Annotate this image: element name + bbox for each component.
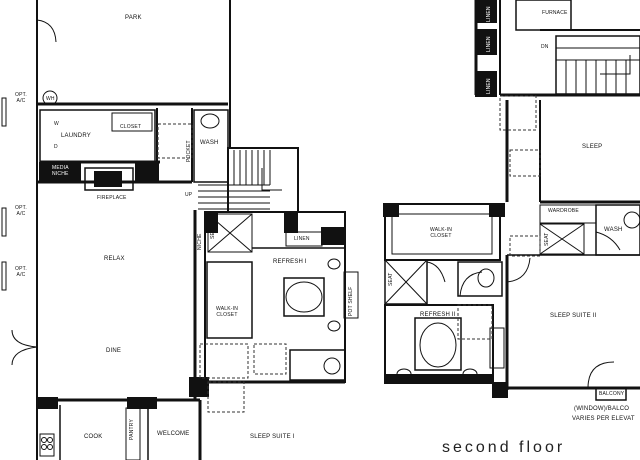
- equipment-label-opt-ac-1: OPT. A/C: [15, 92, 27, 104]
- room-label-balcony: BALCONY: [599, 391, 625, 397]
- room-label-linen-second-b: LINEN: [486, 36, 492, 52]
- room-label-furnace: FURNACE: [542, 10, 568, 16]
- room-label-laundry: LAUNDRY: [61, 133, 91, 139]
- room-label-sleep-suite-two: SLEEP SUITE II: [550, 313, 597, 319]
- equipment-label-opt-ac-2: OPT. A/C: [15, 205, 27, 217]
- room-label-wardrobe: WARDROBE: [548, 208, 579, 214]
- room-label-welcome: WELCOME: [157, 431, 190, 437]
- room-label-dine: DINE: [106, 348, 122, 354]
- room-label-media-niche: MEDIA NICHE: [52, 165, 69, 177]
- floor-title: second floor: [442, 439, 566, 456]
- note-balcony-line-1: (WINDOW)/BALCO: [574, 406, 630, 412]
- room-label-seat-second-a: SEAT: [544, 232, 550, 247]
- room-label-refresh-two: REFRESH II: [420, 312, 456, 318]
- plan-walls: [1, 0, 359, 460]
- plan-openings: [157, 95, 541, 413]
- appliance-label-washer: W: [54, 121, 59, 127]
- room-label-walk-in-closet-first: WALK-IN CLOSET: [215, 306, 239, 318]
- plan-walls-second-floor: [383, 0, 640, 401]
- room-label-pantry: PANTRY: [129, 418, 135, 440]
- room-label-refresh-one: REFRESH I: [273, 259, 307, 265]
- room-label-pot-shelf: POT SHELF: [348, 286, 354, 317]
- room-label-walk-in-closet-second: WALK-IN CLOSET: [429, 227, 453, 239]
- room-label-fireplace: FIREPLACE: [97, 195, 127, 201]
- equipment-label-opt-ac-3: OPT. A/C: [15, 266, 27, 278]
- room-label-wash-second: WASH: [604, 227, 623, 233]
- room-label-park: PARK: [125, 15, 142, 21]
- room-label-wash-first: WASH: [200, 140, 219, 146]
- room-label-linen-first: LINEN: [294, 236, 310, 242]
- room-label-seat-second-b: SEAT: [388, 272, 394, 287]
- room-label-closet: CLOSET: [120, 124, 142, 130]
- note-balcony-line-2: VARIES PER ELEVAT: [572, 416, 635, 422]
- room-label-linen-second-c: LINEN: [486, 78, 492, 94]
- room-label-water-heater: WH: [46, 96, 55, 102]
- stair-label-up: UP: [185, 192, 193, 198]
- room-label-niche: NICHE: [197, 233, 203, 250]
- room-label-seat-first: SEAT: [210, 225, 216, 240]
- room-label-sleep: SLEEP: [582, 144, 603, 150]
- appliance-label-dryer: D: [54, 144, 58, 150]
- stair-label-dn: DN: [541, 44, 549, 50]
- room-label-sleep-suite-one: SLEEP SUITE I: [250, 434, 295, 440]
- room-label-cook: COOK: [84, 434, 103, 440]
- room-label-pocket: POCKET: [186, 140, 192, 162]
- room-label-relax: RELAX: [104, 256, 125, 262]
- room-label-linen-second-a: LINEN: [486, 6, 492, 22]
